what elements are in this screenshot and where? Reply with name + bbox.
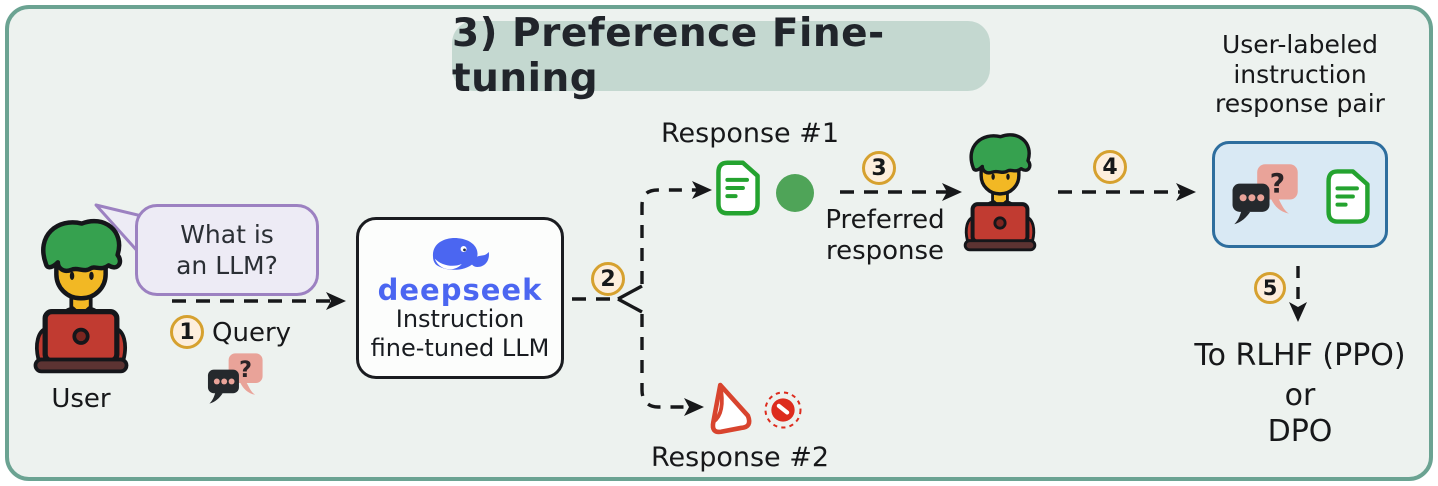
step-3-number: 3 [871, 155, 887, 181]
accepted-document-icon [716, 160, 760, 216]
model-caption-line2: fine-tuned LLM [370, 334, 550, 363]
accepted-dot-icon [776, 174, 814, 212]
pair-box-label: User-labeled instruction response pair [1215, 30, 1385, 118]
labeler-user-icon [963, 132, 1037, 252]
deepseek-wordmark: deepseek [377, 273, 543, 307]
output-line3: DPO [1267, 414, 1333, 449]
question-mark: ? [1270, 168, 1285, 199]
blocked-icon [763, 390, 803, 430]
step-5-number: 5 [1262, 276, 1278, 300]
accepted-document-icon [1326, 169, 1370, 224]
model-caption-line1: Instruction [395, 305, 525, 333]
question-mark: ? [239, 357, 252, 383]
step-2-badge: 2 [591, 262, 625, 296]
step-3-badge: 3 [862, 151, 896, 185]
step-1-number: 1 [179, 319, 195, 345]
speech-bubble: What is an LLM? [135, 204, 319, 296]
step-1-badge: 1 [170, 315, 204, 349]
pair-box: ? [1212, 141, 1388, 248]
output-line1: To RLHF (PPO) [1194, 338, 1406, 373]
laptop-user-icon [25, 216, 137, 373]
chat-question-icon: ? [207, 353, 263, 404]
user-label: User [51, 384, 111, 414]
response-1-label: Response #1 [660, 118, 840, 149]
model-box: deepseek Instruction fine-tuned LLM [356, 217, 564, 379]
step-4-number: 4 [1102, 154, 1118, 180]
speech-bubble-text: What is an LLM? [176, 219, 278, 280]
step-4-badge: 4 [1093, 150, 1127, 184]
rejected-document-icon [708, 376, 754, 440]
step-5-badge: 5 [1254, 272, 1286, 304]
step-2-number: 2 [600, 266, 616, 292]
deepseek-whale-icon [432, 238, 489, 270]
query-label: Query [212, 318, 292, 348]
page-title-text: 3) Preference Fine-tuning [452, 11, 885, 101]
preferred-response-label: Preferred response [825, 205, 945, 266]
response-2-label: Response #2 [650, 442, 830, 473]
chat-question-icon: ? [1232, 164, 1298, 225]
page-title: 3) Preference Fine-tuning [452, 11, 990, 101]
output-line2: or [1284, 378, 1316, 413]
